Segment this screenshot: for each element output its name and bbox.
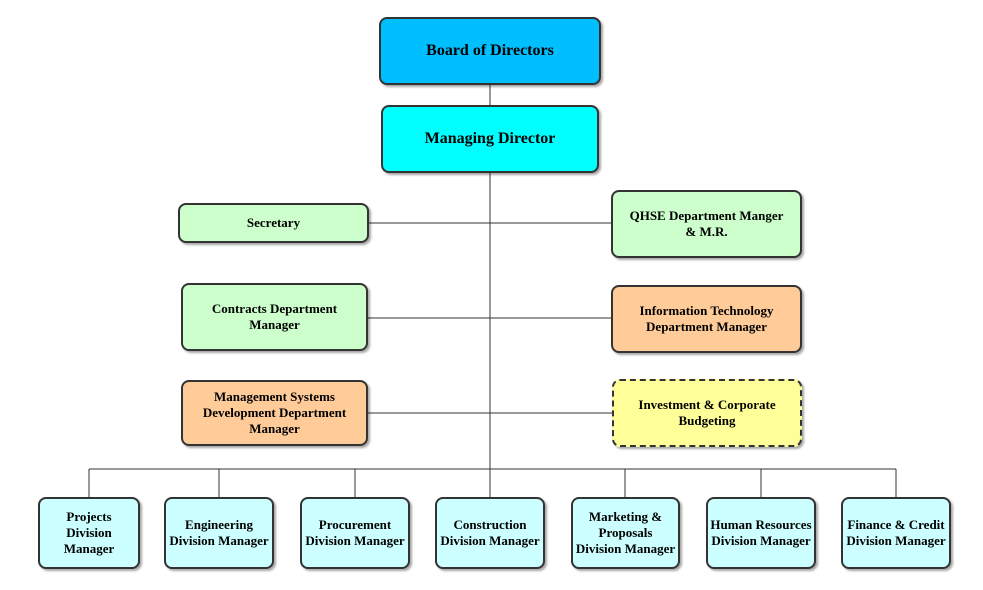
investment-budgeting-box: Investment & Corporate Budgeting	[612, 379, 802, 447]
managing-director-box: Managing Director	[381, 105, 599, 173]
contracts-manager-box: Contracts Department Manager	[181, 283, 368, 351]
secretary-box: Secretary	[178, 203, 369, 243]
board-of-directors-box: Board of Directors	[379, 17, 601, 85]
division-engineering-box: Engineering Division Manager	[164, 497, 274, 569]
division-human-resources-box: Human Resources Division Manager	[706, 497, 816, 569]
division-projects-box: Projects Division Manager	[38, 497, 140, 569]
division-procurement-box: Procurement Division Manager	[300, 497, 410, 569]
division-marketing-box: Marketing & Proposals Division Manager	[571, 497, 680, 569]
it-manager-box: Information Technology Department Manage…	[611, 285, 802, 353]
management-systems-manager-box: Management Systems Development Departmen…	[181, 380, 368, 446]
qhse-manager-box: QHSE Department Manger & M.R.	[611, 190, 802, 258]
division-finance-box: Finance & Credit Division Manager	[841, 497, 951, 569]
division-construction-box: Construction Division Manager	[435, 497, 545, 569]
